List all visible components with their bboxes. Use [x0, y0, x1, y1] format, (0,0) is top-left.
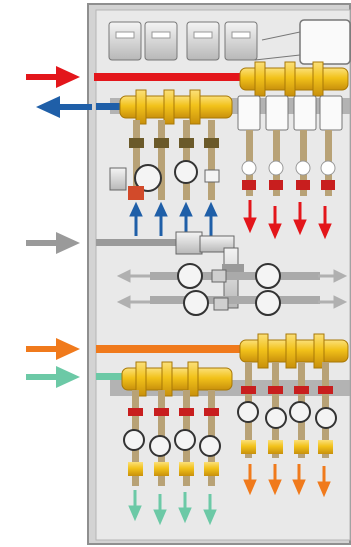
dhw-supply-line	[96, 345, 246, 353]
arrow-right-icon	[26, 338, 80, 360]
arrow-right-icon	[26, 232, 80, 254]
arrow-right-icon	[26, 366, 80, 388]
arrow-right-icon	[26, 66, 80, 88]
arrow-left-icon	[36, 96, 92, 118]
cold-inlet-line	[96, 239, 184, 246]
heating-supply-line	[94, 73, 244, 81]
